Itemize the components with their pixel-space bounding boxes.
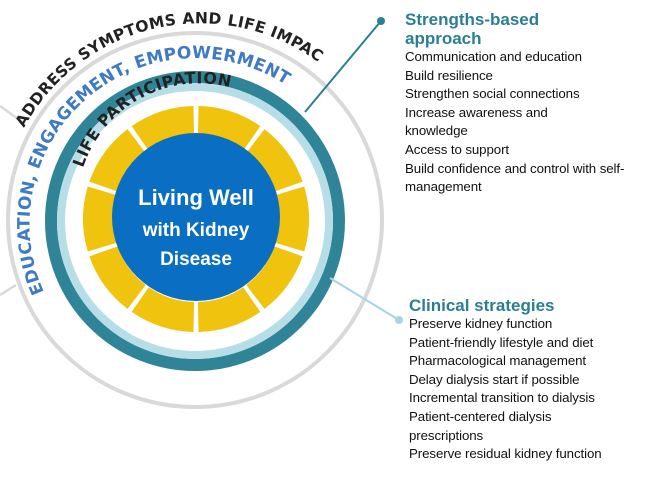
yellow-ring-segment — [83, 186, 117, 252]
center-title-line-2: with Kidney — [142, 220, 250, 241]
yellow-ring-segment — [89, 246, 146, 309]
clinical-strategies-panel: Clinical strategies Preserve kidney func… — [409, 296, 645, 464]
yellow-ring-segment — [131, 287, 195, 332]
outer-gray-ring — [6, 31, 384, 409]
clinical-item: Preserve kidney function — [409, 316, 553, 331]
strengths-item: Access to support — [405, 141, 509, 157]
strengths-list: Communication and education Build resili… — [405, 48, 645, 197]
clinical-connector-dot — [395, 316, 403, 324]
strengths-item: Strengthen social connections — [405, 86, 580, 102]
clinical-item: Patient-friendly lifestyle and diet — [409, 334, 594, 350]
clinical-list: Preserve kidney function Patient-friendl… — [409, 315, 645, 464]
yellow-ring-segment — [89, 129, 146, 192]
strengths-title: Strengths-based approach — [405, 10, 540, 48]
clinical-item: Incremental transition to dialysis — [409, 390, 595, 406]
clinical-item: Patient-centered dialysis prescriptions — [409, 408, 552, 443]
teal-ring — [45, 71, 345, 371]
strengths-item: Build resilience — [405, 67, 493, 83]
gray-tick-lower — [0, 283, 17, 297]
yellow-ring-segment — [246, 246, 303, 309]
strengths-based-panel: Strengths-based approach Communication a… — [405, 10, 645, 197]
center-title-line-3: Disease — [160, 249, 232, 270]
clinical-title: Clinical strategies — [409, 296, 555, 315]
yellow-ring-segment — [131, 106, 195, 151]
gray-tick-upper — [0, 104, 26, 126]
strengths-connector-line — [304, 20, 382, 113]
clinical-item: Delay dialysis start if possible — [409, 371, 580, 387]
clinical-item: Pharmacological management — [409, 353, 587, 369]
center-circle — [112, 133, 280, 301]
strengths-item: Build confidence and control with self-m… — [405, 160, 625, 195]
yellow-ring-segment — [197, 287, 261, 332]
yellow-segmented-ring — [83, 106, 309, 332]
clinical-connector-line — [329, 277, 400, 321]
yellow-ring-segment — [197, 106, 261, 151]
yellow-ring-segment — [275, 186, 309, 252]
strengths-item: Increase awareness and knowledge — [405, 104, 548, 139]
strengths-connector-dot — [377, 17, 385, 25]
center-title-line-1: Living Well — [138, 185, 254, 210]
strengths-item: Communication and education — [405, 49, 582, 64]
clinical-item: Preserve residual kidney function — [409, 446, 602, 462]
yellow-ring-segment — [246, 129, 303, 192]
light-blue-ring — [57, 83, 333, 359]
